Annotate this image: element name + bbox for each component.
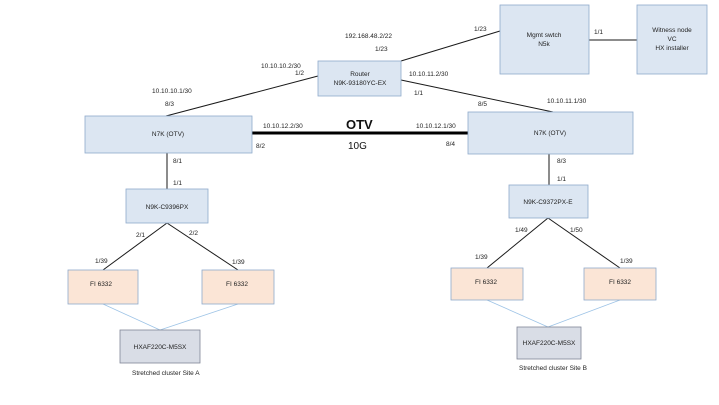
- n9k-left-up-port-label: 1/1: [173, 180, 182, 187]
- n7k-left-down-port-label: 8/1: [173, 158, 182, 165]
- link-fi-a2-hx-a: [159, 303, 239, 331]
- n7k-left-node: N7K (OTV): [84, 115, 253, 154]
- link-fi-a1-hx-a: [102, 303, 161, 331]
- n7k-right-router-ip-label: 10.10.11.1/30: [547, 98, 587, 105]
- link-n9k-left-fi-a1: [102, 222, 168, 271]
- n9k-right-port-a-label: 1/49: [515, 227, 528, 234]
- witness-vc: VC: [667, 36, 676, 43]
- witness-name: Witness node: [652, 27, 692, 34]
- link-router-mgmt: [400, 30, 501, 62]
- n9k-right-node: N9K-C9372PX-E: [508, 184, 589, 219]
- n9k-right-port-b-label: 1/50: [570, 227, 583, 234]
- otv-title: OTV: [346, 117, 373, 132]
- fi-b1-port-label: 1/39: [475, 254, 488, 261]
- site-b-label: Stretched cluster Site B: [519, 365, 587, 372]
- cluster-links: [102, 299, 621, 331]
- router-right-port-label: 1/1: [414, 90, 423, 97]
- otv-right-port-label: 8/4: [446, 141, 455, 148]
- link-fi-b1-hx-b: [486, 299, 549, 328]
- site-a-label: Stretched cluster Site A: [132, 370, 200, 377]
- n7k-right-down-port-label: 8/3: [557, 158, 566, 165]
- router-mgmt-ip-label: 192.168.48.2/22: [345, 33, 392, 40]
- n9k-left-label: N9K-C9396PX: [146, 204, 189, 211]
- mgmt-router-port-label: 1/23: [474, 26, 487, 33]
- fi-a2-port-label: 1/39: [232, 259, 245, 266]
- n7k-left-router-port-label: 8/3: [165, 101, 174, 108]
- link-labels: 192.168.48.2/22 1/23 1/23 1/1 10.10.10.2…: [95, 26, 633, 377]
- link-n9k-left-fi-a2: [166, 222, 239, 271]
- fi-a1-port-label: 1/39: [95, 258, 108, 265]
- link-router-n7k-left: [165, 75, 319, 117]
- n7k-left-router-ip-label: 10.10.10.1/30: [152, 88, 192, 95]
- link-fi-b2-hx-b: [547, 299, 621, 328]
- router-right-ip-label: 10.10.11.2/30: [409, 71, 449, 78]
- router-node: Router N9K-93180YC-EX: [317, 60, 402, 97]
- n9k-left-port-a-label: 2/1: [136, 232, 145, 239]
- otv-left-port-label: 8/2: [256, 143, 265, 150]
- router-name: Router: [350, 71, 370, 78]
- router-left-ip-label: 10.10.10.2/30: [261, 63, 301, 70]
- otv-left-ip-label: 10.10.12.2/30: [263, 123, 303, 130]
- otv-right-ip-label: 10.10.12.1/30: [416, 123, 456, 130]
- fi-a1-label: FI 6332: [90, 281, 112, 288]
- connections: [102, 30, 637, 271]
- fi-a2-label: FI 6332: [226, 281, 248, 288]
- link-router-n7k-right: [400, 79, 554, 113]
- fi-b2-port-label: 1/39: [620, 258, 633, 265]
- fi-b1-label: FI 6332: [475, 279, 497, 286]
- router-model: N9K-93180YC-EX: [334, 80, 387, 87]
- fi-a2-node: FI 6332: [201, 269, 275, 305]
- n9k-left-node: N9K-C9396PX: [125, 188, 209, 224]
- n7k-right-label: N7K (OTV): [534, 130, 566, 137]
- n9k-left-port-b-label: 2/2: [189, 230, 198, 237]
- mgmt-switch-node: Mgmt swtch N5k: [499, 4, 590, 75]
- router-left-port-label: 1/2: [295, 70, 304, 77]
- mgmt-witness-port-label: 1/1: [594, 29, 603, 36]
- n9k-right-label: N9K-C9372PX-E: [523, 199, 573, 206]
- fi-b2-label: FI 6332: [609, 279, 631, 286]
- n9k-right-up-port-label: 1/1: [557, 176, 566, 183]
- hx-a-label: HXAF220C-M5SX: [134, 344, 187, 351]
- fi-a1-node: FI 6332: [67, 269, 139, 305]
- fi-b2-node: FI 6332: [583, 267, 657, 301]
- link-n9k-right-fi-b1: [486, 217, 549, 269]
- n7k-left-label: N7K (OTV): [152, 131, 184, 138]
- mgmt-switch-name: Mgmt swtch: [527, 32, 562, 39]
- witness-installer: HX installer: [655, 45, 689, 52]
- hx-b-label: HXAF220C-M5SX: [523, 340, 576, 347]
- n7k-right-node: N7K (OTV): [467, 111, 634, 155]
- hx-a-node: HXAF220C-M5SX: [119, 329, 201, 364]
- witness-node: Witness node VC HX installer: [636, 4, 708, 75]
- otv-speed: 10G: [348, 141, 367, 152]
- hx-b-node: HXAF220C-M5SX: [516, 326, 582, 360]
- router-mgmt-port-label: 1/23: [375, 46, 388, 53]
- n7k-right-router-port-label: 8/5: [478, 101, 487, 108]
- fi-b1-node: FI 6332: [450, 267, 524, 301]
- link-n9k-right-fi-b2: [547, 217, 621, 269]
- mgmt-switch-model: N5k: [538, 41, 550, 48]
